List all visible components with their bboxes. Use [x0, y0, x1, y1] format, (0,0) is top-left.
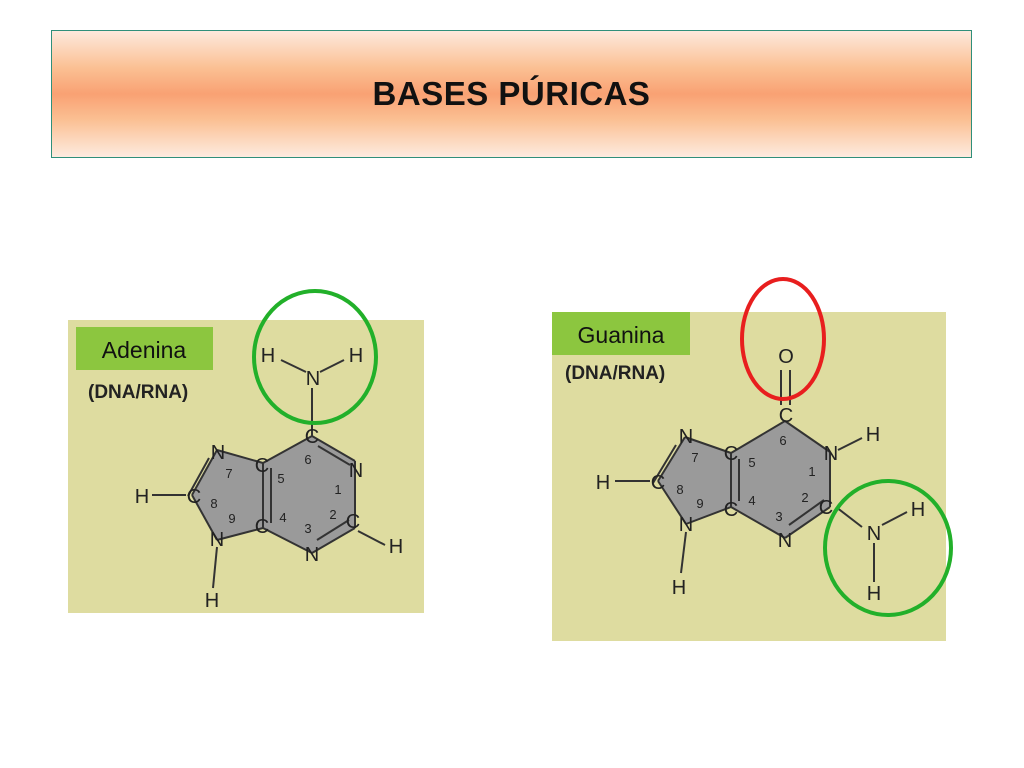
- adenine-num-9: 9: [228, 511, 235, 526]
- adenine-atom-n-amino: N: [306, 368, 320, 390]
- page-title: BASES PÚRICAS: [372, 75, 651, 112]
- adenine-atom-n7: N: [211, 442, 225, 464]
- guanine-atom-n3: N: [778, 530, 792, 552]
- adenine-num-8: 8: [210, 496, 217, 511]
- guanine-atom-o6: O: [778, 346, 794, 368]
- adenine-atom-c4: C: [255, 516, 269, 538]
- adenine-atom-c5: C: [255, 455, 269, 477]
- adenine-atom-c2: C: [346, 511, 360, 533]
- guanine-atom-h8: H: [596, 472, 610, 494]
- guanine-amino-green-circle: [823, 479, 953, 617]
- adenine-atom-n9: N: [210, 529, 224, 551]
- adenine-subtitle: (DNA/RNA): [88, 382, 188, 403]
- adenine-num-4: 4: [279, 510, 286, 525]
- guanine-num-7: 7: [691, 450, 698, 465]
- adenine-label: Adenina: [102, 337, 187, 363]
- adenine-atom-h-amino-right: H: [349, 345, 363, 367]
- adenine-label-box: [76, 327, 213, 370]
- adenine-atom-c6: C: [305, 426, 319, 448]
- guanine-num-6: 6: [779, 433, 786, 448]
- guanine-label: Guanina: [578, 322, 665, 348]
- guanine-oxygen-red-circle: [740, 277, 826, 401]
- guanine-num-4: 4: [748, 493, 755, 508]
- guanine-atom-n-amino: N: [867, 523, 881, 545]
- adenine-atom-h2: H: [389, 536, 403, 558]
- guanine-six-ring: [731, 421, 830, 538]
- adenine-atom-h9: H: [205, 590, 219, 612]
- guanine-atom-h-amino-bottom: H: [867, 583, 881, 605]
- guanine-subtitle: (DNA/RNA): [565, 363, 665, 384]
- guanine-atom-n1: N: [824, 443, 838, 465]
- adenine-atom-h8: H: [135, 486, 149, 508]
- adenine-atom-c8: C: [187, 486, 201, 508]
- adenine-six-ring: [263, 436, 355, 553]
- guanine-structure: O C N H C N H H N C C N C H N H 1 2 3 4 …: [552, 277, 953, 641]
- adenine-num-2: 2: [329, 507, 336, 522]
- adenine-num-6: 6: [304, 452, 311, 467]
- guanine-atom-c5: C: [724, 443, 738, 465]
- guanine-num-1: 1: [808, 464, 815, 479]
- adenine-num-3: 3: [304, 521, 311, 536]
- guanine-atom-n9: N: [679, 514, 693, 536]
- adenine-num-1: 1: [334, 482, 341, 497]
- guanine-atom-n7: N: [679, 426, 693, 448]
- guanine-atom-c2: C: [819, 497, 833, 519]
- guanine-atom-c8: C: [651, 472, 665, 494]
- title-banner: BASES PÚRICAS: [51, 30, 972, 158]
- guanine-atom-c4: C: [724, 499, 738, 521]
- guanine-atom-h9: H: [672, 577, 686, 599]
- guanine-five-ring: [658, 437, 731, 524]
- guanine-atom-h1: H: [866, 424, 880, 446]
- guanine-num-3: 3: [775, 509, 782, 524]
- guanine-num-5: 5: [748, 455, 755, 470]
- guanine-atom-c6: C: [779, 405, 793, 427]
- adenine-atom-n3: N: [305, 544, 319, 566]
- adenine-atom-n1: N: [349, 460, 363, 482]
- guanine-atom-h-amino-right: H: [911, 499, 925, 521]
- guanine-num-8: 8: [676, 482, 683, 497]
- adenine-amino-green-circle: [252, 289, 378, 425]
- adenine-num-5: 5: [277, 471, 284, 486]
- adenine-five-ring: [192, 450, 263, 540]
- guanine-num-2: 2: [801, 490, 808, 505]
- adenine-atom-h-amino-left: H: [261, 345, 275, 367]
- guanine-label-box: [552, 312, 690, 355]
- adenine-structure: N H H C N C H N C C N C H N H 1 2 3 4 5 …: [68, 289, 424, 613]
- adenine-num-7: 7: [225, 466, 232, 481]
- guanine-num-9: 9: [696, 496, 703, 511]
